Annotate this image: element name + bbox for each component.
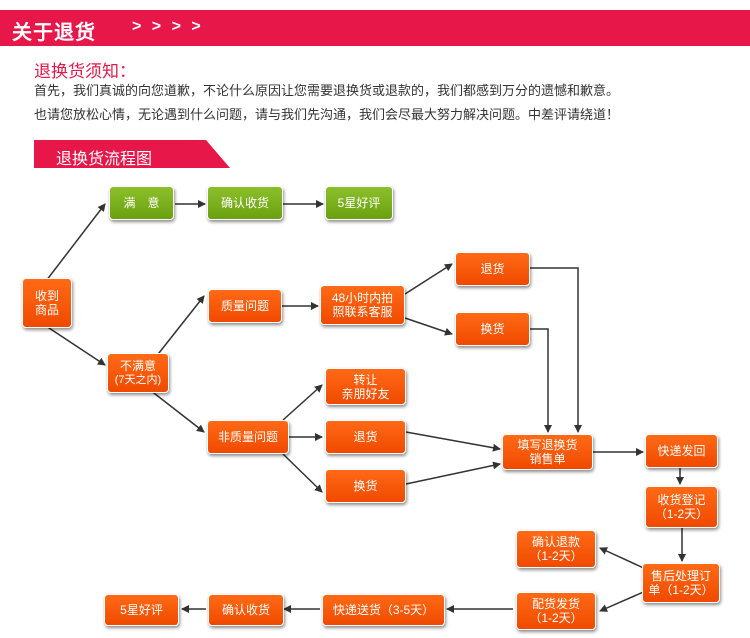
node-confirm-receipt-top: 确认收货 bbox=[207, 186, 283, 220]
header-title: 关于退货 bbox=[12, 22, 96, 44]
arrow-unsatisfied-nonquality bbox=[149, 389, 205, 433]
arrow-return-fill bbox=[530, 267, 582, 433]
node-unsatisfied: 不满意(7天之内) bbox=[107, 353, 169, 393]
flow-title: 退换货流程图 bbox=[56, 151, 153, 168]
node-exchange-mid: 换货 bbox=[325, 469, 406, 503]
node-fill-form: 填写退换货销售单 bbox=[502, 434, 593, 470]
node-ship-out: 配货发货（1-2天） bbox=[516, 592, 596, 630]
arrow-returnmid-fill bbox=[405, 431, 501, 452]
node-return-top: 退货 bbox=[455, 252, 530, 286]
flow-title-tab-shape bbox=[34, 140, 230, 168]
notice-line-1: 首先，我们真诚的向您道歉，不论什么原因让您需要退换货或退款的，我们都感到万分的遗… bbox=[34, 83, 620, 98]
arrow-contact-exchange bbox=[404, 317, 453, 336]
node-receipt-register: 收货登记（1-2天） bbox=[645, 486, 718, 528]
node-non-quality-issue: 非质量问题 bbox=[207, 420, 289, 454]
arrow-aftersale-ship bbox=[599, 589, 649, 612]
arrow-aftersale-refund bbox=[599, 547, 649, 571]
node-confirm-receipt-bottom: 确认收货 bbox=[208, 594, 284, 626]
node-after-sale: 售后处理订单（1-2天） bbox=[642, 563, 720, 603]
header-chevrons: > > > > bbox=[132, 18, 204, 35]
arrow-exchangemid-fill bbox=[405, 461, 501, 485]
arrow-contact-return bbox=[404, 263, 453, 295]
node-satisfied: 满 意 bbox=[109, 186, 174, 220]
arrow-receive-satisfied bbox=[45, 203, 106, 282]
arrow-receive-unsatisfied bbox=[45, 325, 106, 366]
arrow-exchange-fill bbox=[530, 328, 552, 433]
node-express-back: 快递发回 bbox=[645, 434, 718, 468]
node-contact-48h: 48小时内拍照联系客服 bbox=[320, 285, 405, 325]
arrow-nonquality-transfer bbox=[282, 384, 323, 421]
node-receive-goods: 收到商品 bbox=[22, 278, 72, 328]
arrow-nonquality-exchangemid bbox=[282, 453, 323, 493]
node-five-star-top: 5星好评 bbox=[325, 186, 393, 220]
node-quality-issue: 质量问题 bbox=[208, 289, 282, 323]
node-five-star-bottom: 5星好评 bbox=[104, 594, 179, 626]
flow-title-tab bbox=[34, 140, 230, 168]
arrow-unsatisfied-quality bbox=[154, 295, 205, 359]
node-confirm-refund: 确认退款（1-2天） bbox=[516, 530, 596, 568]
notice-line-2: 也请您放松心情，无论遇到什么问题，请与我们先沟通，我们会尽最大努力解决问题。中差… bbox=[34, 107, 620, 122]
node-express-delivery: 快递送货（3-5天） bbox=[322, 594, 445, 626]
notice-title: 退换货须知： bbox=[34, 62, 136, 81]
node-exchange-top: 换货 bbox=[455, 312, 530, 346]
node-transfer: 转让亲朋好友 bbox=[325, 368, 406, 405]
header-banner bbox=[0, 10, 750, 46]
node-return-mid: 退货 bbox=[325, 420, 406, 454]
